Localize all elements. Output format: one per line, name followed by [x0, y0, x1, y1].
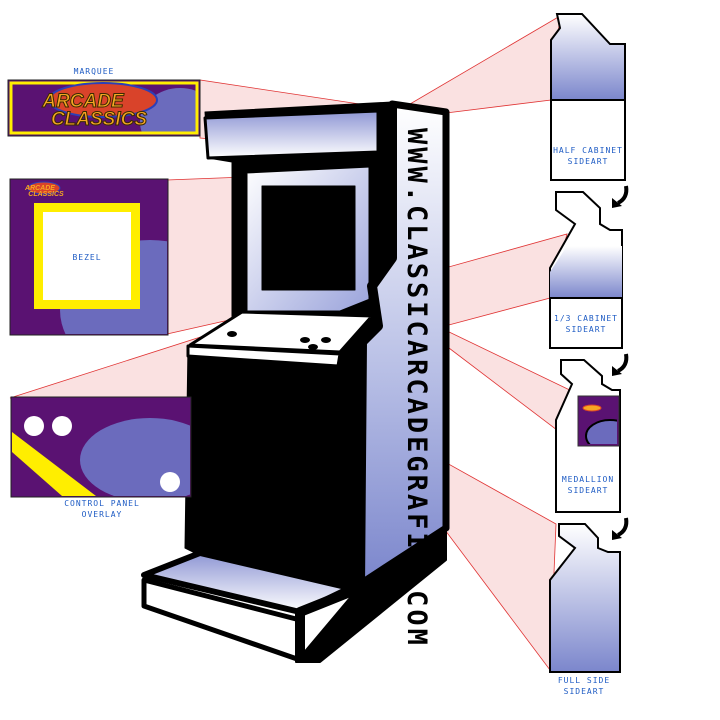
marquee-logo-line1: ARCADE [41, 91, 125, 112]
cp-overlay-button [24, 416, 44, 436]
arcade-cabinet [141, 100, 450, 663]
medallion-sideart-label: MEDALLION SIDEART [561, 475, 615, 495]
cp-button [321, 337, 331, 343]
bezel-label: BEZEL [72, 253, 101, 262]
control-panel-overlay-artwork [10, 396, 192, 498]
cabinet-side-url: WWW.CLASSICARCADEGRAFIX.COM [401, 128, 432, 648]
cabinet-side-foot [295, 527, 447, 663]
marquee-box-front [203, 109, 380, 160]
cp-button [300, 337, 310, 343]
marquee-logo-line2: CLASSICS [51, 109, 147, 130]
side-edge [295, 102, 397, 662]
cp-button [227, 331, 237, 337]
third-cabinet-sideart [549, 191, 623, 349]
full-side-sideart [549, 523, 621, 673]
monitor-screen [261, 185, 356, 291]
marquee-label: MARQUEE [73, 67, 115, 76]
arrow-down-icon [612, 185, 629, 208]
cp-button [308, 344, 318, 350]
medallion-sideart [555, 359, 621, 513]
cp-overlay-button [160, 472, 180, 492]
full-side-sideart-label: FULL SIDE SIDEART [557, 676, 611, 696]
third-cabinet-sideart-label: 1/3 CABINET SIDEART [554, 314, 618, 334]
control-panel-front [186, 344, 342, 368]
bezel-artwork: ARCADE CLASSICS BEZEL [9, 178, 169, 336]
marquee-artwork: ARCADE CLASSICS [7, 79, 201, 137]
bezel-logo-oval [27, 181, 61, 195]
bezel-logo-line2: CLASSICS [28, 191, 64, 198]
bezel-logo-line1: ARCADE [24, 185, 55, 192]
arrow-down-icon [612, 517, 629, 540]
half-cabinet-beam [409, 15, 561, 116]
cp-overlay-button [52, 416, 72, 436]
arrow-down-icon [612, 353, 629, 376]
marquee-logo-oval [48, 82, 158, 118]
control-panel-overlay-label: CONTROL PANEL OVERLAY [64, 499, 140, 519]
half-cabinet-sideart-label: HALF CABINET SIDEART [553, 146, 623, 166]
half-cabinet-sideart [550, 13, 626, 181]
